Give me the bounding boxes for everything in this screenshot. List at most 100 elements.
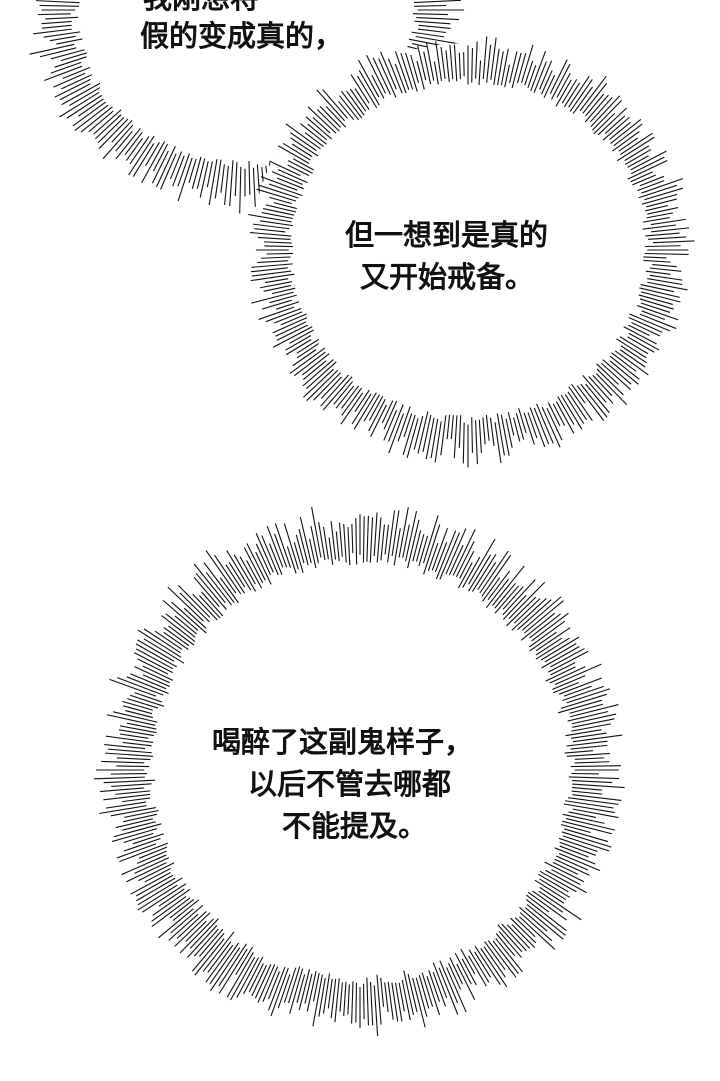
bubble-2-ray: [405, 52, 418, 92]
bubble-3-ray: [387, 981, 394, 1020]
bubble-2-ray: [257, 260, 288, 264]
bubble-3-ray: [103, 779, 156, 784]
bubble-2-ray: [300, 123, 327, 145]
bubble-3-ray: [169, 898, 195, 919]
bubble-2-ray: [561, 79, 578, 104]
bubble-3-ray: [564, 750, 593, 754]
bubble-2-ray: [258, 184, 299, 199]
bubble-3-ray: [558, 852, 601, 872]
bubble-2-ray: [560, 394, 583, 430]
bubble-3-ray: [415, 977, 428, 1017]
bubble-3-ray: [458, 562, 473, 589]
bubble-1-ray: [37, 13, 71, 16]
bubble-2-ray: [372, 57, 392, 96]
bubble-3-ray: [446, 967, 467, 1013]
bubble-1-ray: [39, 47, 77, 58]
bubble-3-ray: [529, 613, 561, 639]
bubble-2-ray: [641, 310, 665, 320]
bubble-2-ray: [278, 145, 310, 164]
bubble-2-ray: [269, 196, 292, 205]
bubble-3-ray: [572, 734, 623, 743]
bubble-1-ray: [214, 159, 222, 199]
bubble-3-ray: [566, 752, 610, 757]
bubble-2-ray: [536, 403, 554, 444]
bubble-3-ray: [403, 970, 415, 1016]
bubble-3-ray: [539, 870, 577, 893]
bubble-2-ray: [637, 305, 679, 321]
bubble-3-ray: [570, 744, 608, 750]
bubble-2-ray: [280, 313, 307, 326]
bubble-2-ray: [383, 409, 398, 441]
bubble-2-ray: [647, 281, 688, 291]
bubble-3-ray: [105, 752, 153, 757]
bubble-3-ray: [308, 538, 317, 569]
bubble-2-ray: [319, 105, 341, 128]
bubble-3-ray: [380, 977, 385, 1007]
bubble-3-ray: [152, 888, 191, 916]
bubble-3-ray: [498, 931, 522, 958]
bubble-3-ray: [103, 793, 151, 801]
bubble-3-ray: [402, 524, 410, 558]
bubble-3-ray: [384, 982, 389, 1013]
bubble-2-ray: [333, 381, 353, 405]
bubble-3-ray: [328, 537, 334, 566]
bubble-3-ray: [439, 532, 461, 580]
bubble-2-ray: [638, 184, 678, 199]
bubble-3-ray: [544, 643, 577, 663]
bubble-2-ray: [287, 164, 310, 177]
bubble-2-ray: [630, 150, 667, 171]
bubble-2-ray: [458, 415, 462, 448]
bubble-2-ray: [649, 274, 683, 281]
bubble-3-ray: [110, 806, 156, 817]
bubble-3-ray: [405, 511, 418, 562]
bubble-2-ray: [637, 180, 665, 192]
bubble-3-ray: [296, 974, 306, 1003]
bubble-3-ray: [480, 947, 508, 988]
bubble-3-ray: [143, 638, 185, 664]
bubble-1-ray: [69, 87, 101, 106]
bubble-2-ray: [645, 270, 671, 275]
bubble-3-ray: [519, 916, 556, 950]
bubble-1-ray: [59, 83, 91, 101]
bubble-1-ray: [411, 31, 445, 38]
bubble-1-ray: [206, 161, 213, 188]
bubble-2-ray: [645, 245, 681, 248]
bubble-3-ray: [445, 528, 467, 575]
bubble-3-ray: [283, 967, 297, 1003]
bubble-2-ray: [627, 336, 655, 353]
bubble-3-ray: [398, 507, 409, 558]
bubble-2-ray: [640, 284, 675, 293]
bubble-2-ray: [616, 338, 647, 359]
bubble-3-fill: [105, 515, 615, 1025]
bubble-3-ray: [93, 776, 145, 780]
bubble-3-line-3: 不能提及。: [282, 809, 428, 843]
bubble-2-ray: [260, 281, 293, 289]
bubble-3-ray: [566, 688, 611, 704]
bubble-3-ray: [571, 723, 611, 732]
bubble-3-ray: [233, 554, 257, 592]
bubble-3-ray: [268, 543, 283, 575]
bubble-3-ray: [163, 626, 190, 647]
bubble-3-ray: [104, 743, 146, 750]
bubble-2-ray: [302, 368, 334, 398]
bubble-2-ray: [250, 267, 288, 273]
bubble-3-ray: [494, 582, 516, 609]
bubble-3-ray: [306, 971, 317, 1012]
bubble-3-ray: [158, 908, 194, 939]
bubble-2-ray: [579, 75, 607, 112]
bubble-2-ray: [410, 54, 420, 84]
bubble-1-ray: [199, 161, 209, 198]
bubble-3-ray: [384, 524, 390, 555]
bubble-2-ray: [322, 89, 348, 119]
bubble-2-ray: [450, 415, 454, 440]
bubble-2-ray: [258, 306, 295, 320]
bubble-3-ray: [109, 678, 157, 697]
bubble-3-ray: [218, 943, 247, 987]
bubble-3-ray: [115, 790, 151, 795]
bubble-2-ray: [335, 385, 355, 409]
bubble-2-ray: [651, 227, 690, 233]
bubble-2-ray: [543, 74, 556, 98]
bubble-3-ray: [487, 940, 517, 978]
bubble-2-ray: [640, 291, 681, 303]
